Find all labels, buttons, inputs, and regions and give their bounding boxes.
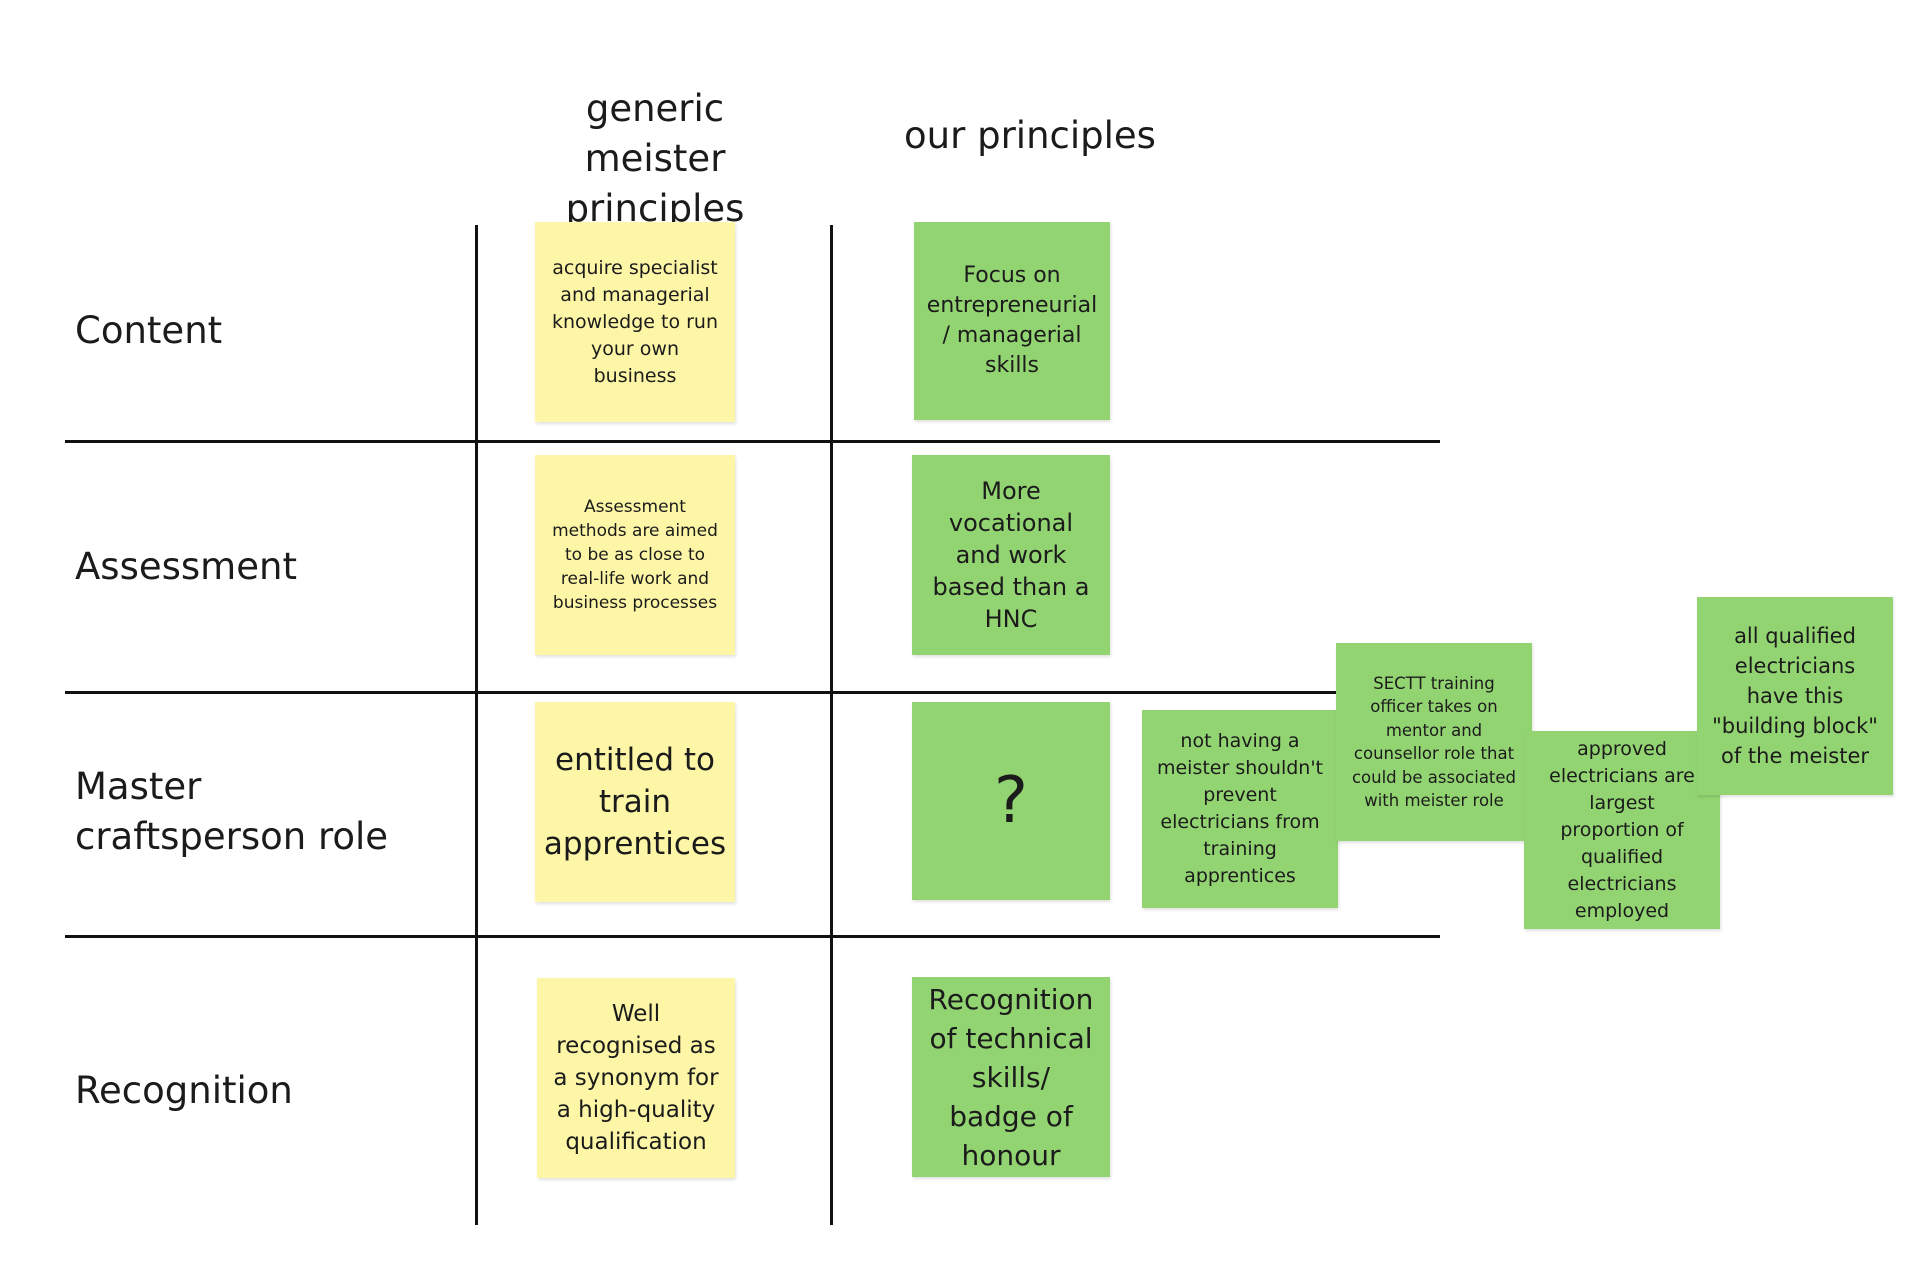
sticky-note-role-extra-1[interactable]: not having a meister shouldn't prevent e… — [1142, 710, 1338, 908]
row-label-assessment: Assessment — [75, 545, 297, 588]
column-header-generic: generic meister principles — [565, 87, 745, 230]
vertical-divider-1 — [475, 225, 478, 1225]
horizontal-divider-3 — [65, 935, 1440, 938]
horizontal-divider-1 — [65, 440, 1440, 443]
row-label-role: Master craftsperson role — [75, 765, 389, 858]
sticky-note-text: approved electricians are largest propor… — [1549, 737, 1695, 922]
sticky-note-role-extra-2[interactable]: SECTT training officer takes on mentor a… — [1336, 643, 1532, 841]
sticky-note-content-generic[interactable]: acquire specialist and managerial knowle… — [535, 222, 735, 422]
sticky-note-text: Recognition of technical skills/ badge o… — [928, 982, 1094, 1172]
sticky-note-recognition-ours[interactable]: Recognition of technical skills/ badge o… — [912, 977, 1110, 1177]
sticky-note-text: More vocational and work based than a HN… — [932, 477, 1090, 633]
sticky-note-role-generic[interactable]: entitled to train apprentices — [535, 702, 735, 902]
sticky-note-recognition-generic[interactable]: Well recognised as a synonym for a high-… — [537, 978, 735, 1178]
sticky-note-role-extra-4[interactable]: all qualified electricians have this "bu… — [1697, 597, 1893, 795]
sticky-note-text: Assessment methods are aimed to be as cl… — [552, 497, 718, 613]
sticky-note-role-extra-3[interactable]: approved electricians are largest propor… — [1524, 731, 1720, 929]
sticky-note-text: all qualified electricians have this "bu… — [1712, 624, 1878, 768]
sticky-note-role-ours[interactable]: ? — [912, 702, 1110, 900]
sticky-note-text: Focus on entrepreneurial / managerial sk… — [926, 263, 1098, 378]
vertical-divider-2 — [830, 225, 833, 1225]
sticky-note-text: entitled to train apprentices — [543, 742, 727, 862]
column-header-ours: our principles — [904, 114, 1156, 157]
sticky-note-assessment-generic[interactable]: Assessment methods are aimed to be as cl… — [535, 455, 735, 655]
row-label-recognition: Recognition — [75, 1069, 293, 1112]
sticky-note-text: SECTT training officer takes on mentor a… — [1351, 673, 1517, 811]
horizontal-divider-2 — [65, 691, 1440, 694]
sticky-note-assessment-ours[interactable]: More vocational and work based than a HN… — [912, 455, 1110, 655]
sticky-note-text: ? — [994, 764, 1028, 838]
sticky-note-text: not having a meister shouldn't prevent e… — [1156, 730, 1324, 887]
row-label-content: Content — [75, 309, 223, 352]
sticky-note-content-ours[interactable]: Focus on entrepreneurial / managerial sk… — [914, 222, 1110, 420]
sticky-note-text: Well recognised as a synonym for a high-… — [553, 1001, 719, 1155]
sticky-note-text: acquire specialist and managerial knowle… — [551, 256, 719, 387]
